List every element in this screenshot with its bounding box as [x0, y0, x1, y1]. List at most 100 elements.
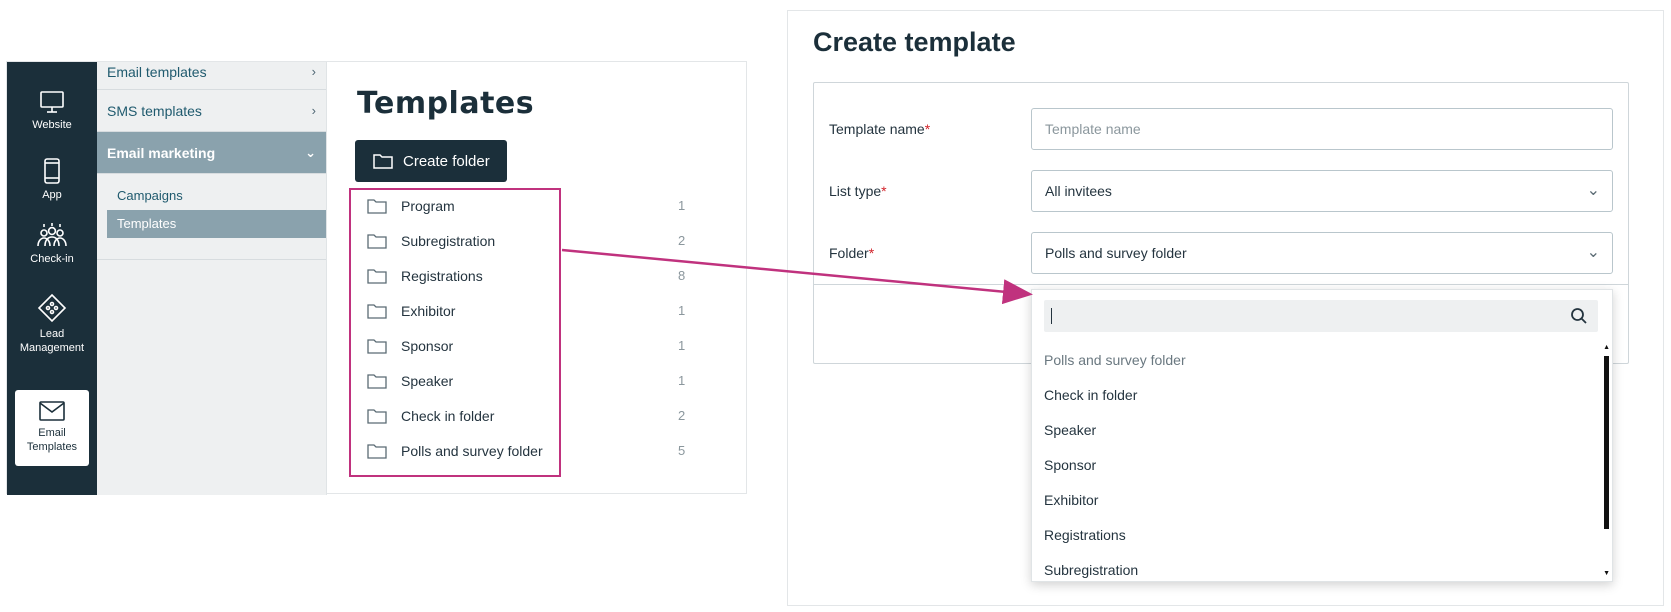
envelope-icon: [39, 401, 65, 421]
create-folder-label: Create folder: [403, 152, 490, 170]
folder-label: Folder*: [829, 245, 874, 261]
folder-count: 8: [678, 268, 686, 283]
folder-name: Program: [401, 197, 455, 214]
folder-count: 1: [678, 338, 686, 353]
lead-tag-icon: [37, 293, 67, 323]
label-text: Folder: [829, 245, 869, 261]
text-cursor: [1051, 308, 1052, 324]
form-divider: [813, 284, 1629, 285]
list-type-label: List type*: [829, 183, 887, 199]
folder-select[interactable]: Polls and survey folder ⌄: [1031, 232, 1613, 274]
rail-label: Lead Management: [19, 328, 85, 354]
folder-name: Speaker: [401, 372, 454, 389]
submenu-item-templates[interactable]: Templates: [107, 210, 326, 238]
folder-icon: [367, 198, 387, 214]
templates-area: Templates Create folder Program 1 Subreg…: [327, 62, 747, 495]
scroll-up-arrow[interactable]: ▲: [1603, 344, 1610, 351]
submenu: Email templates › SMS templates › Email …: [97, 62, 327, 495]
label-text: Template name: [829, 121, 925, 137]
people-icon: [37, 223, 67, 247]
template-name-label: Template name*: [829, 121, 930, 137]
icon-rail: Website App Check-in Lead Management: [7, 62, 97, 495]
submenu-label: Email marketing: [107, 145, 216, 161]
folder-icon: [367, 233, 387, 249]
rail-item-check-in[interactable]: Check-in: [15, 222, 89, 280]
chevron-down-icon: ⌄: [305, 145, 316, 160]
folder-count: 2: [678, 408, 686, 423]
chevron-right-icon: ›: [311, 103, 316, 118]
dropdown-option[interactable]: Sponsor: [1044, 457, 1097, 473]
folder-icon: [367, 443, 387, 459]
required-mark: *: [868, 245, 875, 261]
submenu-label: Email templates: [107, 64, 207, 80]
create-template-title: Create template: [813, 27, 1016, 57]
rail-item-app[interactable]: App: [15, 158, 89, 212]
required-mark: *: [881, 183, 887, 199]
phone-icon: [44, 158, 60, 184]
create-template-screen: Create template Template name* Template …: [787, 10, 1664, 606]
folder-count: 1: [678, 303, 686, 318]
dropdown-option[interactable]: Speaker: [1044, 422, 1097, 438]
list-type-select[interactable]: All invitees ⌄: [1031, 170, 1613, 212]
dropdown-option[interactable]: Polls and survey folder: [1044, 352, 1186, 368]
folder-icon: [367, 338, 387, 354]
submenu-label: SMS templates: [107, 103, 202, 119]
folder-name: Check in folder: [401, 407, 495, 424]
dropdown-option[interactable]: Exhibitor: [1044, 492, 1099, 508]
folder-name: Polls and survey folder: [401, 442, 543, 459]
rail-label: Check-in: [30, 253, 74, 265]
list-type-value: All invitees: [1045, 183, 1112, 199]
submenu-children: Campaigns Templates: [97, 174, 326, 260]
submenu-sms-templates[interactable]: SMS templates ›: [97, 90, 326, 132]
rail-item-website[interactable]: Website: [15, 90, 89, 144]
folder-name: Registrations: [401, 267, 483, 284]
templates-screen: Website App Check-in Lead Management: [6, 61, 747, 495]
folder-row[interactable]: Check in folder 2: [351, 398, 691, 433]
submenu-email-templates[interactable]: Email templates ›: [97, 62, 326, 90]
folder-name: Exhibitor: [401, 302, 456, 319]
label-text: List type: [829, 183, 882, 199]
rail-label: App: [42, 189, 62, 201]
page-title: Templates: [357, 86, 535, 121]
search-icon[interactable]: [1570, 307, 1588, 325]
chevron-down-icon: ⌄: [1586, 182, 1600, 199]
folder-name: Subregistration: [401, 232, 496, 249]
dropdown-search-input[interactable]: [1044, 300, 1598, 332]
submenu-item-campaigns[interactable]: Campaigns: [117, 188, 183, 203]
required-mark: *: [924, 121, 931, 137]
rail-item-lead-management[interactable]: Lead Management: [15, 293, 89, 357]
create-folder-button[interactable]: Create folder: [355, 140, 507, 182]
folder-count: 5: [678, 443, 686, 458]
dropdown-option[interactable]: Check in folder: [1044, 387, 1138, 403]
monitor-icon: [40, 91, 64, 113]
dropdown-scrollbar[interactable]: [1604, 356, 1609, 529]
folder-count: 1: [678, 373, 686, 388]
rail-label: Email Templates: [26, 427, 78, 453]
folder-row[interactable]: Registrations 8: [351, 258, 691, 293]
folder-count: 2: [678, 233, 686, 248]
folder-row[interactable]: Speaker 1: [351, 363, 691, 398]
rail-item-email-templates[interactable]: Email Templates: [15, 390, 89, 466]
folder-list: Program 1 Subregistration 2 Registration…: [351, 188, 691, 468]
scroll-down-arrow[interactable]: ▼: [1603, 570, 1610, 577]
folder-count: 1: [678, 198, 686, 213]
folder-row[interactable]: Polls and survey folder 5: [351, 433, 691, 468]
dropdown-option[interactable]: Registrations: [1044, 527, 1126, 543]
folder-icon: [373, 154, 393, 169]
folder-name: Sponsor: [401, 337, 454, 354]
folder-row[interactable]: Subregistration 2: [351, 223, 691, 258]
folder-icon: [367, 373, 387, 389]
chevron-right-icon: ›: [311, 64, 316, 79]
folder-icon: [367, 408, 387, 424]
folder-value: Polls and survey folder: [1045, 245, 1187, 261]
folder-dropdown: Polls and survey folder Check in folder …: [1031, 289, 1613, 582]
submenu-email-marketing[interactable]: Email marketing ⌄: [97, 132, 326, 174]
folder-row[interactable]: Exhibitor 1: [351, 293, 691, 328]
folder-icon: [367, 268, 387, 284]
folder-row[interactable]: Sponsor 1: [351, 328, 691, 363]
template-name-input[interactable]: Template name: [1031, 108, 1613, 150]
rail-label: Website: [32, 119, 72, 131]
dropdown-option[interactable]: Subregistration: [1044, 562, 1139, 578]
folder-icon: [367, 303, 387, 319]
folder-row[interactable]: Program 1: [351, 188, 691, 223]
